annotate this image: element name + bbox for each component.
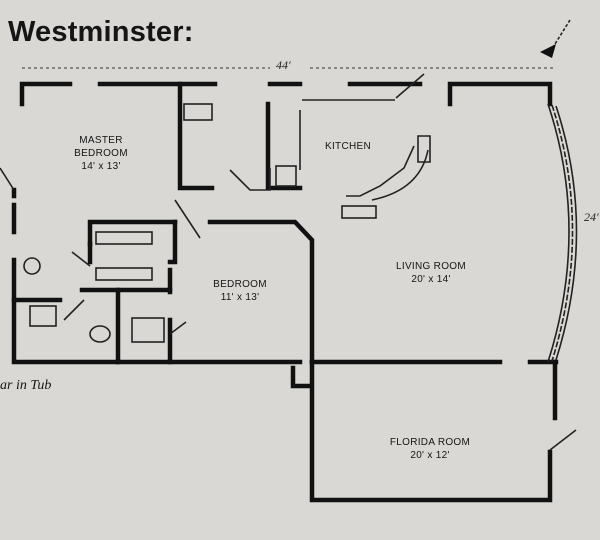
width-dimension-label: 44' <box>276 58 291 72</box>
florida-room-label: FLORIDA ROOM 20' x 12' <box>370 436 490 462</box>
master-bedroom-name-line1: MASTER <box>79 135 123 146</box>
bedroom-name: BEDROOM <box>213 279 267 290</box>
florida-room-name: FLORIDA ROOM <box>389 437 471 448</box>
bath-note: ar in Tub <box>0 378 52 393</box>
exterior-walls <box>11 81 559 503</box>
plan-title: Westminster: <box>8 16 194 48</box>
master-bedroom-name-line2: BEDROOM <box>74 148 128 159</box>
interior-walls <box>11 81 315 389</box>
living-room-name: LIVING ROOM <box>396 261 466 272</box>
florida-room-size: 20' x 12' <box>410 450 450 461</box>
master-bedroom-size: 14' x 13' <box>81 161 121 172</box>
bedroom-size: 11' x 13' <box>220 292 260 303</box>
living-room-size: 20' x 14' <box>411 274 451 285</box>
kitchen-label: KITCHEN <box>325 141 371 152</box>
living-room-label: LIVING ROOM 20' x 14' <box>376 260 486 286</box>
depth-dimension-label: 24' <box>584 210 599 224</box>
bedroom-label: BEDROOM 11' x 13' <box>200 278 280 304</box>
bay-window <box>547 103 578 363</box>
fixtures <box>0 73 577 451</box>
north-arrow-icon <box>540 19 571 58</box>
master-bedroom-label: MASTER BEDROOM 14' x 13' <box>62 134 140 173</box>
